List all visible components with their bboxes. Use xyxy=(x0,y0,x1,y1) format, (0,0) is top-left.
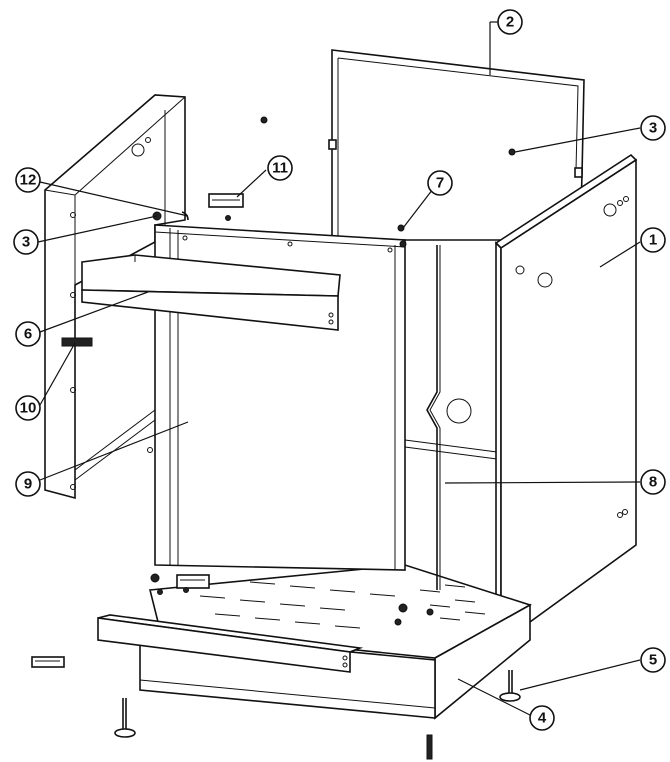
callout-1-label: 1 xyxy=(649,232,657,249)
leveling-foot-right xyxy=(499,670,521,702)
callout-3-right: 3 xyxy=(640,115,666,141)
callout-9: 9 xyxy=(15,471,41,497)
top-crossbar xyxy=(81,254,341,331)
callout-6: 6 xyxy=(15,321,41,347)
callout-7-label: 7 xyxy=(436,175,444,192)
right-side-panel xyxy=(494,153,638,645)
clip xyxy=(181,211,189,221)
callout-9-label: 9 xyxy=(24,476,32,493)
callout-3-right-label: 3 xyxy=(649,120,657,137)
callout-6-label: 6 xyxy=(24,326,32,343)
leader-lines xyxy=(37,21,641,716)
callout-8: 8 xyxy=(640,469,666,495)
hinge-bracket xyxy=(208,193,244,221)
callout-8-label: 8 xyxy=(649,474,657,491)
screws xyxy=(150,116,516,626)
rod xyxy=(426,245,441,590)
callout-10-label: 10 xyxy=(20,400,37,417)
lower-hinge-bracket xyxy=(176,574,210,589)
front-trim-bar xyxy=(97,614,364,673)
callout-2: 2 xyxy=(497,9,523,35)
callout-11-label: 11 xyxy=(272,160,288,177)
callout-3-left-label: 3 xyxy=(22,234,30,251)
callout-3-left: 3 xyxy=(13,229,39,255)
callout-5-label: 5 xyxy=(649,652,657,669)
callout-5: 5 xyxy=(640,647,666,673)
callout-1: 1 xyxy=(640,227,666,253)
callout-4: 4 xyxy=(529,705,555,731)
callout-11: 11 xyxy=(267,155,293,181)
magnet-catch xyxy=(31,656,65,668)
leveling-foot-center xyxy=(426,734,433,760)
callout-4-label: 4 xyxy=(538,710,547,727)
callout-12: 12 xyxy=(15,167,41,193)
callout-12-label: 12 xyxy=(20,172,37,189)
callout-10: 10 xyxy=(15,395,41,421)
door-catch xyxy=(61,337,93,347)
callout-2-label: 2 xyxy=(506,14,514,31)
callout-7: 7 xyxy=(427,170,453,196)
leveling-foot-left xyxy=(114,698,136,738)
